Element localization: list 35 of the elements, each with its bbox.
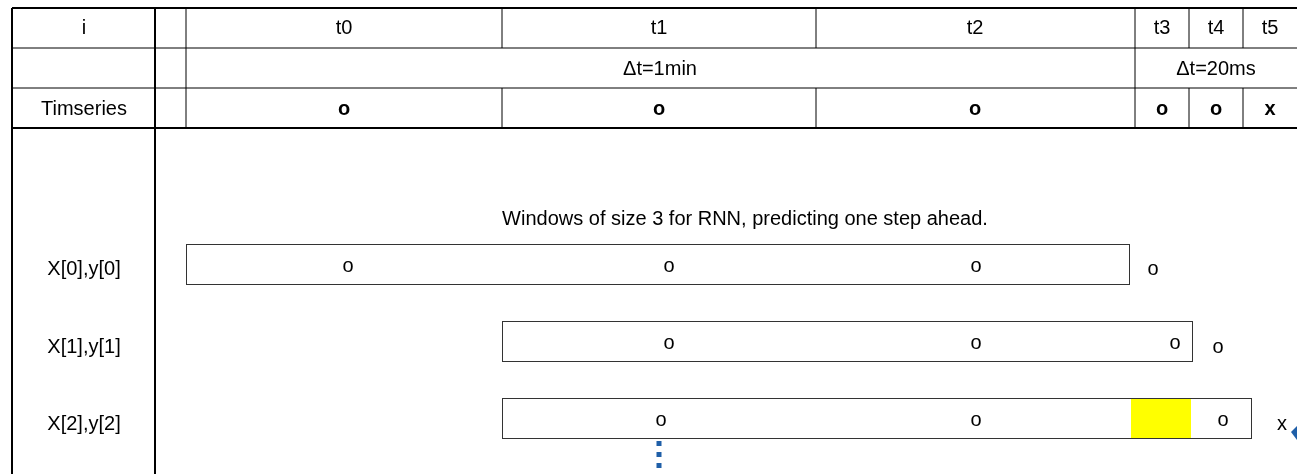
description-text: Windows of size 3 for RNN, predicting one step ahead.	[502, 207, 988, 229]
sample-marker: o	[1209, 97, 1223, 119]
column-header: t1	[650, 16, 668, 38]
interval-label: Δt=1min	[623, 57, 697, 79]
target-marker: o	[1212, 335, 1224, 357]
sample-marker: o	[337, 97, 351, 119]
sample-marker: o	[968, 97, 982, 119]
sample-marker: x	[1264, 97, 1276, 119]
window-bar	[186, 244, 1130, 285]
column-header: t3	[1153, 16, 1171, 38]
sample-marker: o	[663, 253, 675, 276]
column-header: i	[81, 16, 87, 38]
target-marker: x	[1277, 412, 1287, 434]
row-header: X[2],y[2]	[47, 412, 121, 434]
target-marker: o	[1147, 257, 1159, 279]
window-bar	[502, 398, 1252, 439]
row-header: X[1],y[1]	[47, 335, 121, 357]
sample-marker: o	[1169, 330, 1181, 353]
column-header: t0	[335, 16, 353, 38]
sample-marker: o	[1217, 407, 1229, 430]
interval-label: Δt=20ms	[1176, 57, 1256, 79]
sample-marker: o	[1155, 97, 1169, 119]
sample-marker: o	[342, 253, 354, 276]
sample-marker: o	[655, 407, 667, 430]
row-header: Timseries	[41, 97, 127, 119]
column-header: t4	[1207, 16, 1225, 38]
sample-marker: o	[663, 330, 675, 353]
window-bar	[502, 321, 1193, 362]
sample-marker: o	[652, 97, 666, 119]
sample-marker: o	[970, 253, 982, 276]
column-header: t2	[966, 16, 984, 38]
sample-marker: o	[970, 330, 982, 353]
sample-marker: o	[970, 407, 982, 430]
row-header: X[0],y[0]	[47, 257, 121, 279]
column-header: t5	[1261, 16, 1279, 38]
